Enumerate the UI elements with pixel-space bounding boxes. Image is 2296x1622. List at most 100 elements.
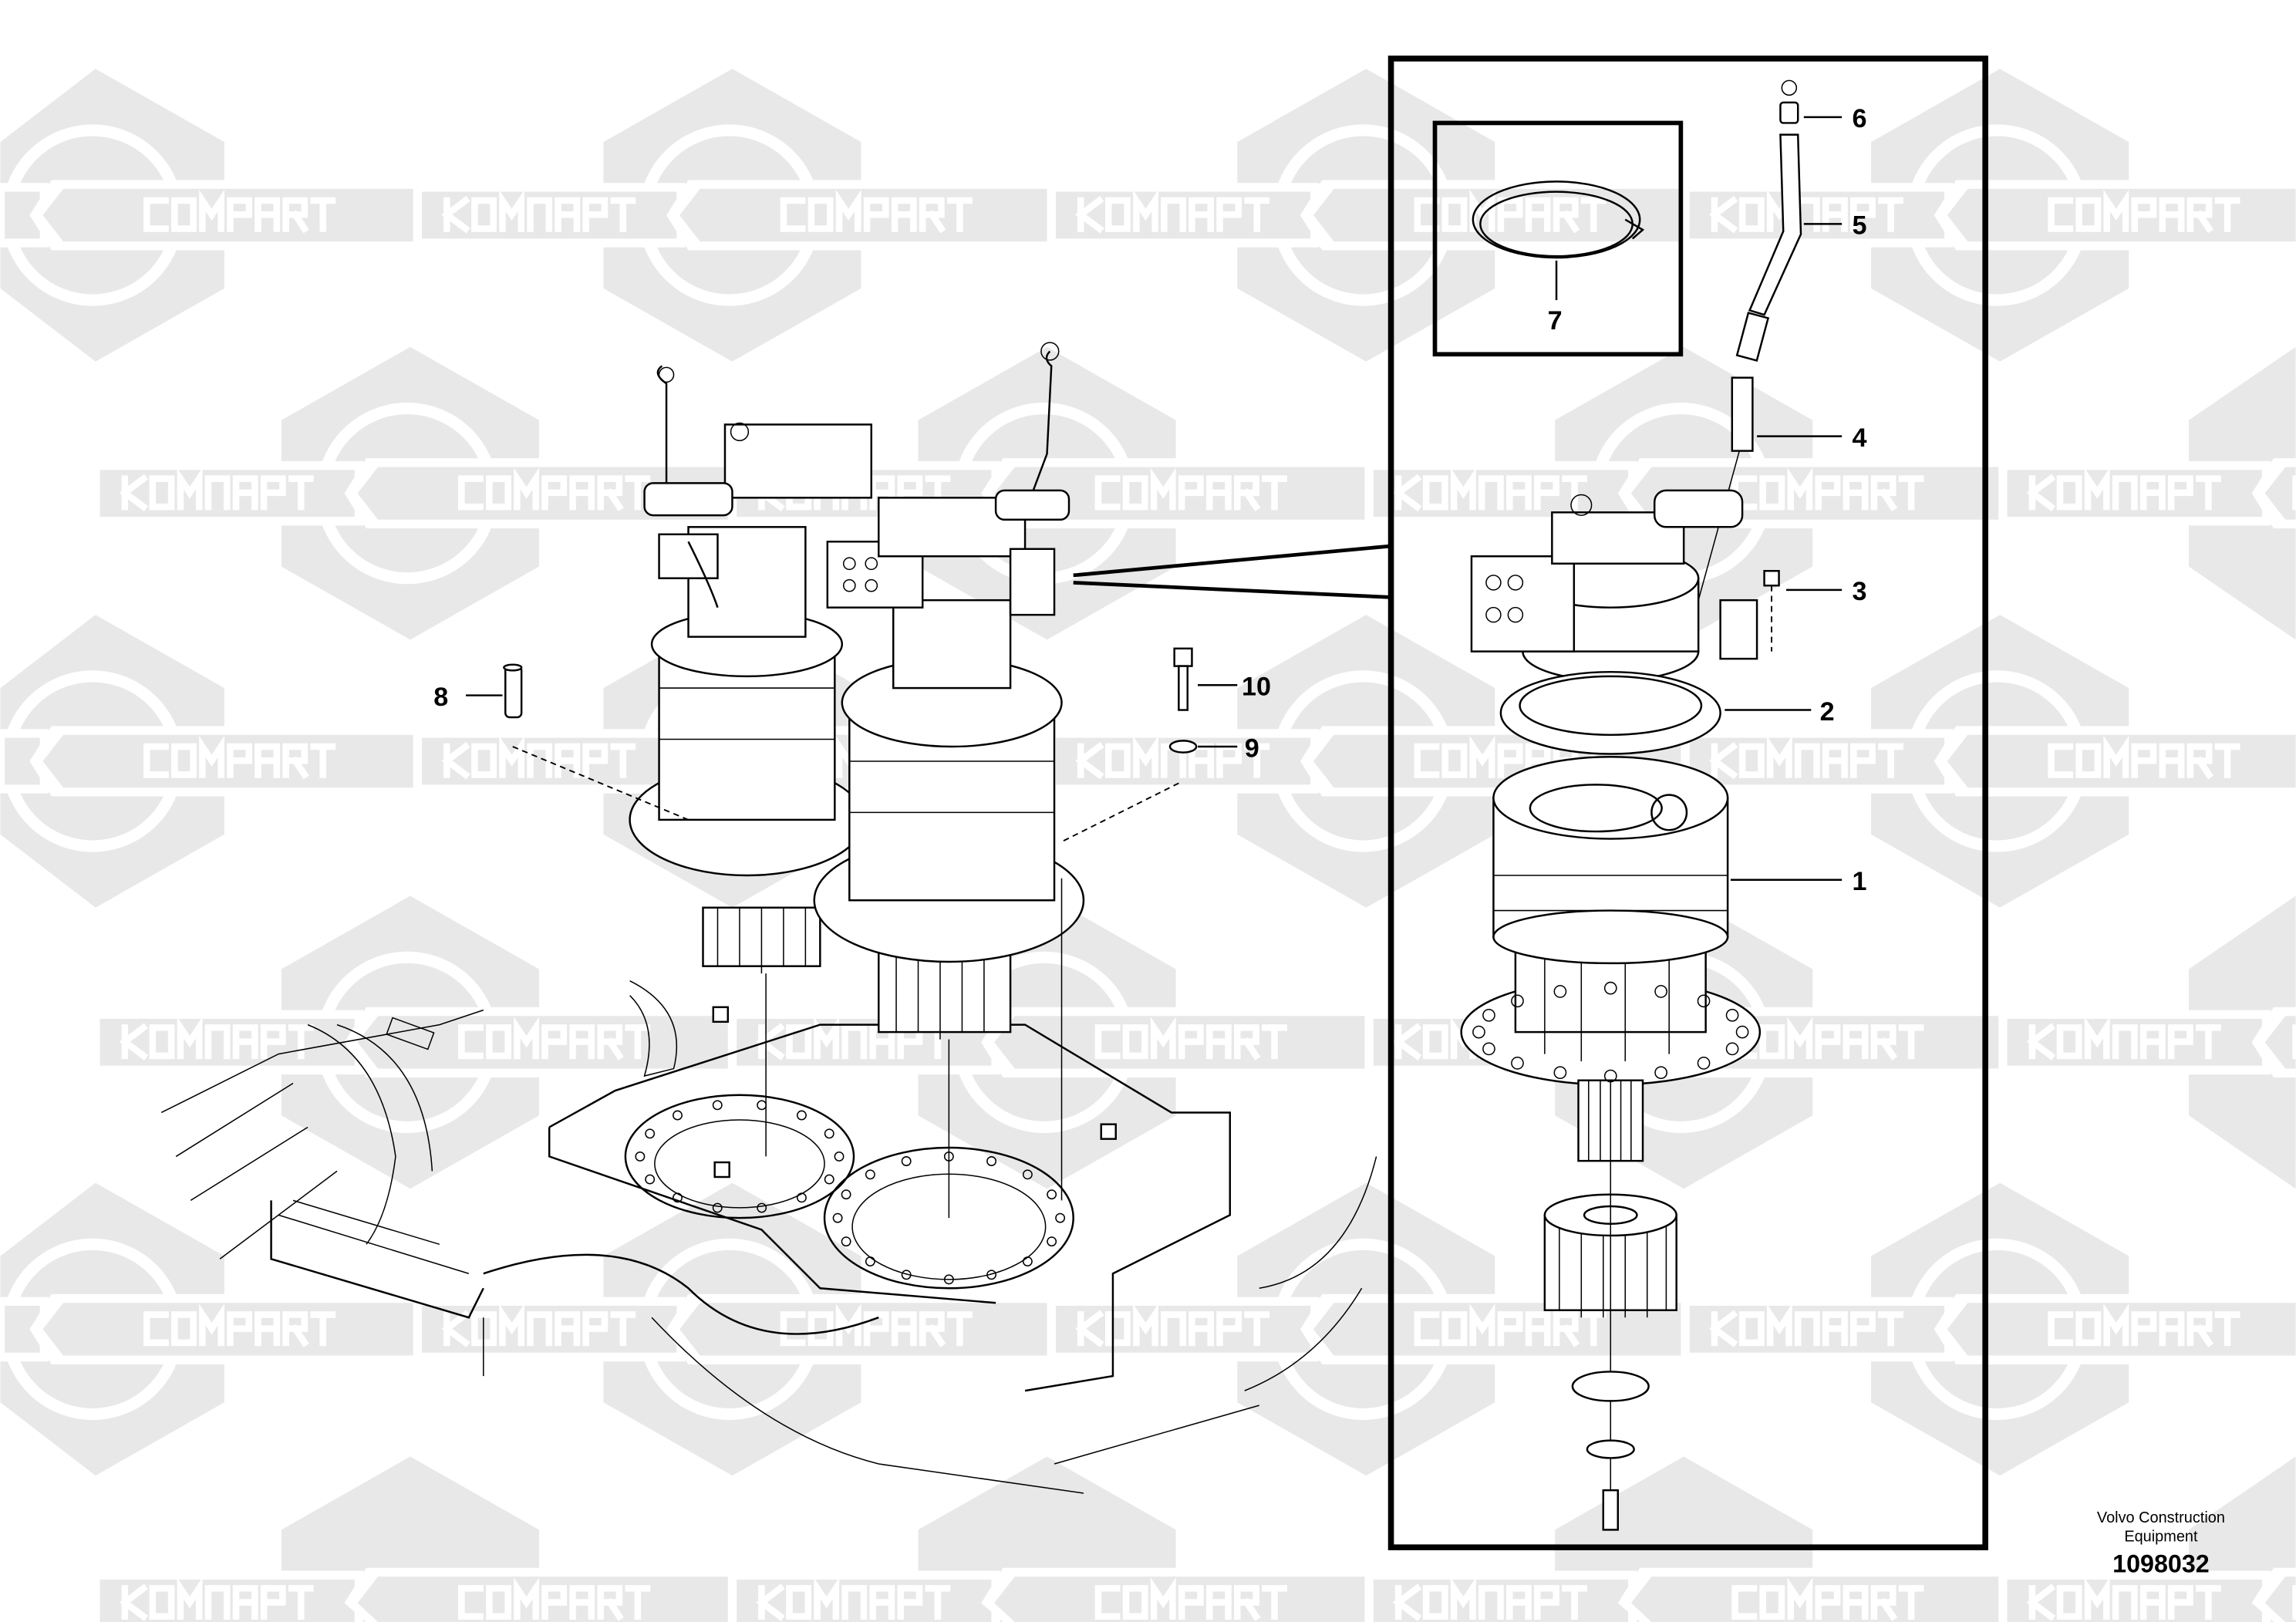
bolt-hole bbox=[673, 1192, 683, 1203]
document-number: 1098032 bbox=[2112, 1549, 2210, 1577]
flange-hole bbox=[1654, 1066, 1667, 1080]
watermark-lettering-latin bbox=[780, 1303, 973, 1347]
callout-10: 10 bbox=[1242, 673, 1271, 702]
bolt-hole bbox=[841, 1189, 851, 1200]
swing-motor-front bbox=[813, 342, 1085, 1040]
flange-hole bbox=[1654, 985, 1667, 998]
bolt-hole bbox=[757, 1100, 767, 1111]
bolt-hole bbox=[986, 1270, 997, 1280]
brand-line-1: Volvo Construction bbox=[2097, 1509, 2225, 1526]
bolt-hole bbox=[712, 1202, 723, 1213]
watermark-tile bbox=[91, 346, 740, 640]
inset-connector bbox=[1073, 544, 1391, 599]
callout-8: 8 bbox=[433, 683, 448, 712]
watermark-lettering-cyrillic bbox=[1392, 1577, 1587, 1621]
watermark-lettering-cyrillic bbox=[119, 1017, 314, 1061]
bolt-hole bbox=[796, 1110, 807, 1121]
watermark-lettering-latin bbox=[143, 1303, 336, 1347]
watermark-lettering-latin bbox=[458, 1577, 651, 1621]
flange-hole bbox=[1553, 985, 1567, 998]
watermark-lettering-cyrillic bbox=[1075, 189, 1270, 234]
callout-5: 5 bbox=[1852, 211, 1866, 241]
part-3-screw bbox=[1763, 569, 1843, 652]
watermark-lettering-cyrillic bbox=[1708, 1303, 1903, 1347]
bolt-hole bbox=[1022, 1256, 1033, 1266]
watermark-lettering-latin bbox=[1094, 1577, 1287, 1621]
watermark-tile bbox=[1681, 1182, 2296, 1476]
callout-4: 4 bbox=[1852, 423, 1866, 453]
bolt-hole bbox=[796, 1192, 807, 1203]
watermark-tile bbox=[1364, 1456, 2014, 1622]
bolt-hole bbox=[841, 1236, 851, 1247]
part-7-inset-box bbox=[1432, 120, 1684, 357]
watermark-lettering-cyrillic bbox=[441, 189, 636, 234]
watermark-lettering-latin bbox=[143, 189, 336, 234]
watermark-tile bbox=[91, 895, 740, 1189]
end-plate-and-bolt bbox=[1571, 1161, 1650, 1531]
bolt-hole bbox=[865, 1256, 875, 1266]
bolt-hole bbox=[901, 1156, 912, 1166]
watermark-lettering-cyrillic bbox=[119, 1577, 314, 1621]
watermark-tile bbox=[1681, 69, 2296, 362]
part-1-reduction-gear bbox=[1460, 756, 1843, 1162]
watermark-lettering-cyrillic bbox=[119, 467, 314, 512]
bolt-hole bbox=[712, 1100, 723, 1111]
watermark-lettering-cyrillic bbox=[441, 1303, 636, 1347]
watermark-lettering-latin bbox=[780, 189, 973, 234]
bolt-hole bbox=[1047, 1236, 1057, 1247]
bolt-hole bbox=[943, 1274, 954, 1285]
watermark-lettering-cyrillic bbox=[756, 1577, 951, 1621]
bolt-hole bbox=[645, 1174, 656, 1185]
callout-7: 7 bbox=[1548, 306, 1563, 336]
bolt-hole bbox=[824, 1174, 834, 1185]
callout-9: 9 bbox=[1245, 733, 1259, 763]
flange-hole bbox=[1482, 1042, 1495, 1056]
watermark-tile bbox=[0, 69, 425, 362]
bolt-hole bbox=[757, 1202, 767, 1213]
watermark-layer bbox=[0, 69, 2296, 1622]
watermark-tile bbox=[0, 615, 425, 908]
leader-8 bbox=[512, 746, 689, 821]
callout-2: 2 bbox=[1820, 697, 1835, 727]
bolt-hole bbox=[824, 1128, 834, 1139]
watermark-lettering-cyrillic bbox=[1708, 189, 1903, 234]
watermark-tile bbox=[1047, 1182, 1696, 1476]
flange-hole bbox=[1482, 1008, 1495, 1022]
bolt-hole bbox=[901, 1270, 912, 1280]
bolt-hole bbox=[1022, 1169, 1033, 1180]
flange-hole bbox=[1511, 994, 1524, 1008]
watermark-lettering-latin bbox=[458, 1017, 651, 1061]
watermark-lettering-latin bbox=[1094, 1017, 1287, 1061]
watermark-lettering-latin bbox=[2048, 189, 2240, 234]
flange-hole bbox=[1603, 981, 1617, 995]
watermark-tile bbox=[727, 1456, 1377, 1622]
watermark-lettering-cyrillic bbox=[1075, 1303, 1270, 1347]
flange-hole bbox=[1472, 1025, 1485, 1039]
upper-frame-drawing bbox=[160, 980, 1377, 1494]
part-6-plug bbox=[1779, 79, 1843, 124]
watermark-lettering-cyrillic bbox=[441, 735, 636, 780]
watermark-lettering-latin bbox=[2048, 735, 2240, 780]
watermark-lettering-cyrillic bbox=[1392, 467, 1587, 512]
flange-hole bbox=[1735, 1025, 1749, 1039]
leader-9 bbox=[1061, 782, 1179, 843]
flange-hole bbox=[1553, 1066, 1567, 1080]
callout-6: 6 bbox=[1852, 104, 1866, 133]
part-8-pin bbox=[466, 663, 523, 719]
watermark-lettering-latin bbox=[458, 467, 651, 512]
callout-1: 1 bbox=[1852, 867, 1866, 896]
watermark-lettering-cyrillic bbox=[2026, 1577, 2221, 1621]
part-9-washer bbox=[1168, 740, 1238, 754]
flange-hole bbox=[1603, 1069, 1617, 1083]
bolt-hole bbox=[834, 1151, 845, 1162]
watermark-lettering-latin bbox=[1731, 1577, 1924, 1621]
part-5-dipstick-tube bbox=[1735, 133, 1843, 362]
watermark-tile bbox=[413, 69, 1062, 362]
inset-motor-head bbox=[1470, 489, 1758, 682]
watermark-lettering-cyrillic bbox=[2026, 1017, 2221, 1061]
bolt-hole bbox=[986, 1156, 997, 1166]
bolt-hole bbox=[1047, 1189, 1057, 1200]
watermark-lettering-cyrillic bbox=[2026, 467, 2221, 512]
bolt-hole bbox=[673, 1110, 683, 1121]
